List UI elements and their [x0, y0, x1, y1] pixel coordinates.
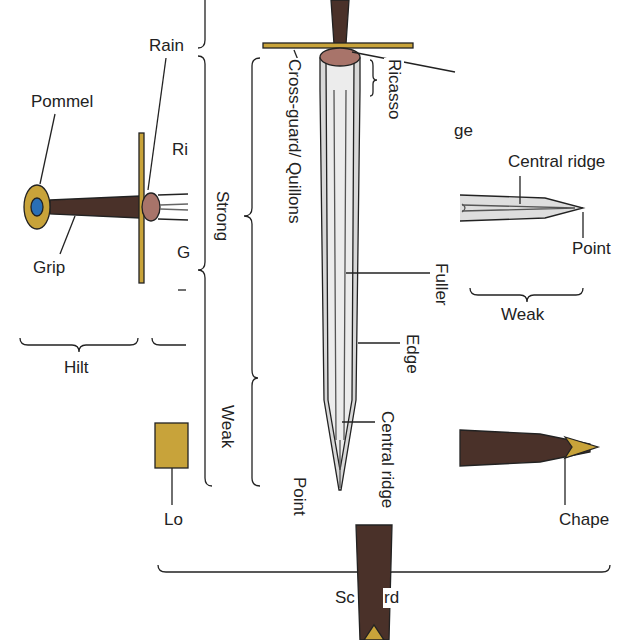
part-label: Weak	[217, 404, 237, 449]
part-label: Grip	[32, 258, 66, 278]
part-label: Chape	[558, 510, 610, 530]
part-label: Lo	[163, 510, 184, 530]
part-label: Sc	[334, 588, 356, 608]
part-label: Rain	[148, 36, 185, 56]
part-label: Ri	[171, 140, 189, 160]
part-label: Cross-guard/ Quillons	[284, 58, 304, 224]
part-label: Central ridge	[507, 152, 606, 172]
part-label: Ricasso	[384, 58, 404, 120]
part-label: Central ridge	[377, 410, 397, 509]
part-label: Strong	[212, 190, 232, 242]
part-label: Hilt	[63, 358, 90, 378]
part-label: Pommel	[30, 92, 94, 112]
part-label: ge	[453, 121, 474, 141]
part-label: Weak	[500, 305, 545, 325]
part-label: G	[176, 243, 191, 263]
part-label: rd	[383, 588, 400, 608]
part-label: Point	[571, 239, 612, 259]
part-label: Point	[289, 476, 309, 517]
part-label: Fuller	[431, 262, 451, 307]
part-label: Edge	[402, 333, 422, 375]
